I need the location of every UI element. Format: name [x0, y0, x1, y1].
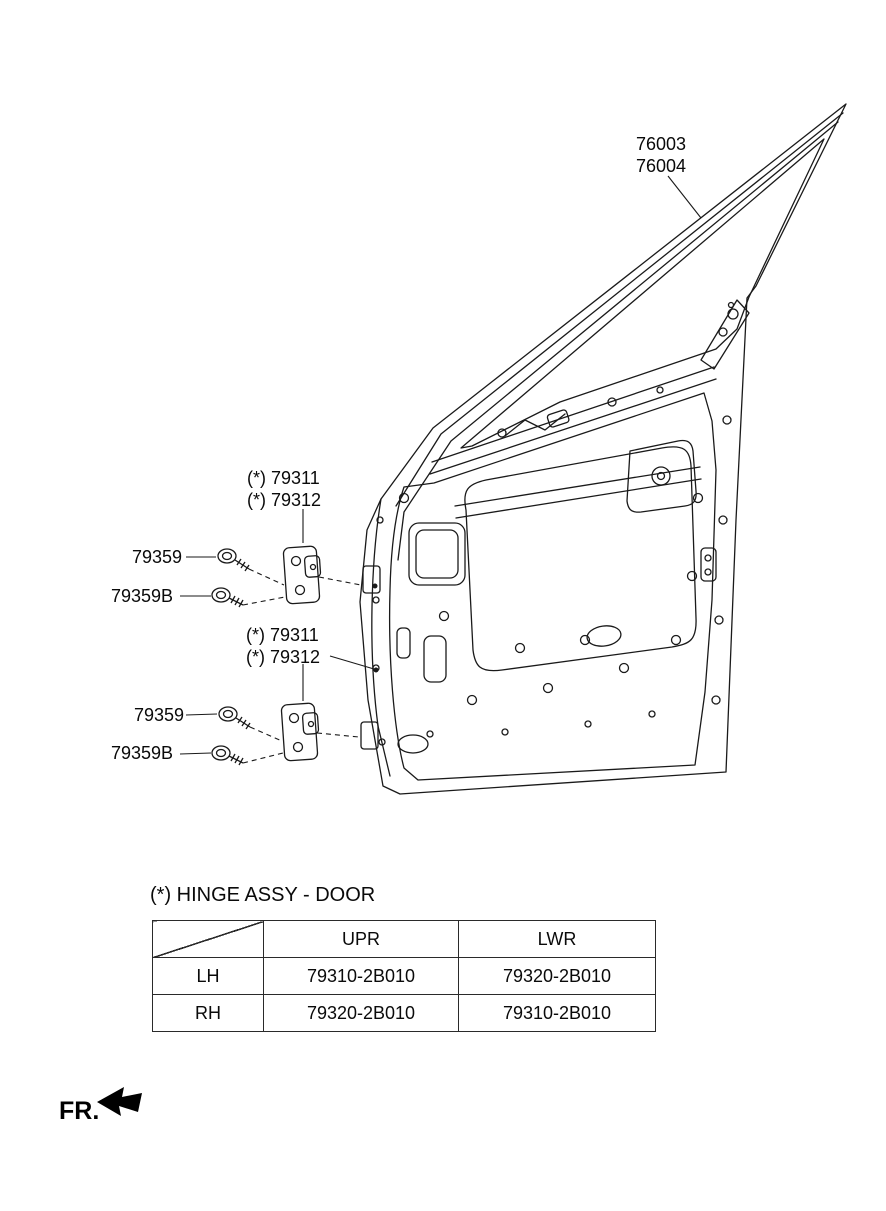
- callout-lower-hinge: (*) 79311 (*) 79312: [246, 624, 320, 668]
- window-opening: [460, 138, 825, 449]
- lower-hinge-drawing: [280, 702, 320, 762]
- callout-79312-lower[interactable]: (*) 79312: [246, 647, 321, 667]
- callout-76004[interactable]: 76004: [636, 156, 687, 176]
- table-header-lwr: LWR: [458, 920, 656, 958]
- row-label-lh: LH: [152, 957, 264, 995]
- bolt-79359-lower-icon: [218, 706, 251, 730]
- door-outer-outline: [359, 103, 847, 795]
- door-panel-drawing: [359, 103, 847, 795]
- fr-label: FR.: [59, 1097, 100, 1125]
- part-number-cell-lh-lwr[interactable]: 79320-2B010: [458, 957, 656, 995]
- bolt-79359-upper-icon: [217, 548, 250, 572]
- assembly-dashed-lines: [242, 568, 362, 764]
- callout-79359-upper[interactable]: 79359: [132, 547, 183, 567]
- part-number-cell-rh-upr[interactable]: 79320-2B010: [263, 994, 459, 1032]
- callout-79359-lower[interactable]: 79359: [134, 705, 185, 725]
- part-number-cell-rh-lwr[interactable]: 79310-2B010: [458, 994, 656, 1032]
- table-corner-cell: [152, 920, 264, 958]
- hinge-table-header-row: UPR LWR: [152, 920, 656, 958]
- callout-79359B-upper[interactable]: 79359B: [111, 586, 174, 606]
- attachment-dot: [373, 667, 379, 673]
- bolt-79359B-lower-icon: [211, 745, 244, 766]
- callout-79311-lower[interactable]: (*) 79311: [246, 625, 319, 645]
- callout-79359B-lower[interactable]: 79359B: [111, 743, 174, 763]
- bolt-79359B-upper-icon: [211, 587, 244, 608]
- table-row-lh: LH 79310-2B010 79320-2B010: [152, 957, 656, 995]
- row-label-rh: RH: [152, 994, 264, 1032]
- upper-hinge-drawing: [282, 545, 322, 605]
- callout-76003[interactable]: 76003: [636, 134, 687, 154]
- callout-79311-upper[interactable]: (*) 79311: [247, 468, 320, 488]
- part-number-cell-lh-upr[interactable]: 79310-2B010: [263, 957, 459, 995]
- hinge-table-title: (*) HINGE ASSY - DOOR: [150, 884, 376, 906]
- attachment-dot: [372, 583, 378, 589]
- callout-79312-upper[interactable]: (*) 79312: [247, 490, 322, 510]
- callout-door-panel: 76003 76004: [636, 133, 686, 177]
- callout-upper-hinge: (*) 79311 (*) 79312: [247, 467, 321, 511]
- door-inner-panel: [388, 392, 717, 781]
- table-row-rh: RH 79320-2B010 79310-2B010: [152, 994, 656, 1032]
- fr-arrow-icon: [97, 1087, 142, 1116]
- leader-lines: [179, 175, 702, 755]
- table-header-upr: UPR: [263, 920, 459, 958]
- hinge-table: UPR LWR LH 79310-2B010 79320-2B010 RH 79…: [152, 920, 656, 1032]
